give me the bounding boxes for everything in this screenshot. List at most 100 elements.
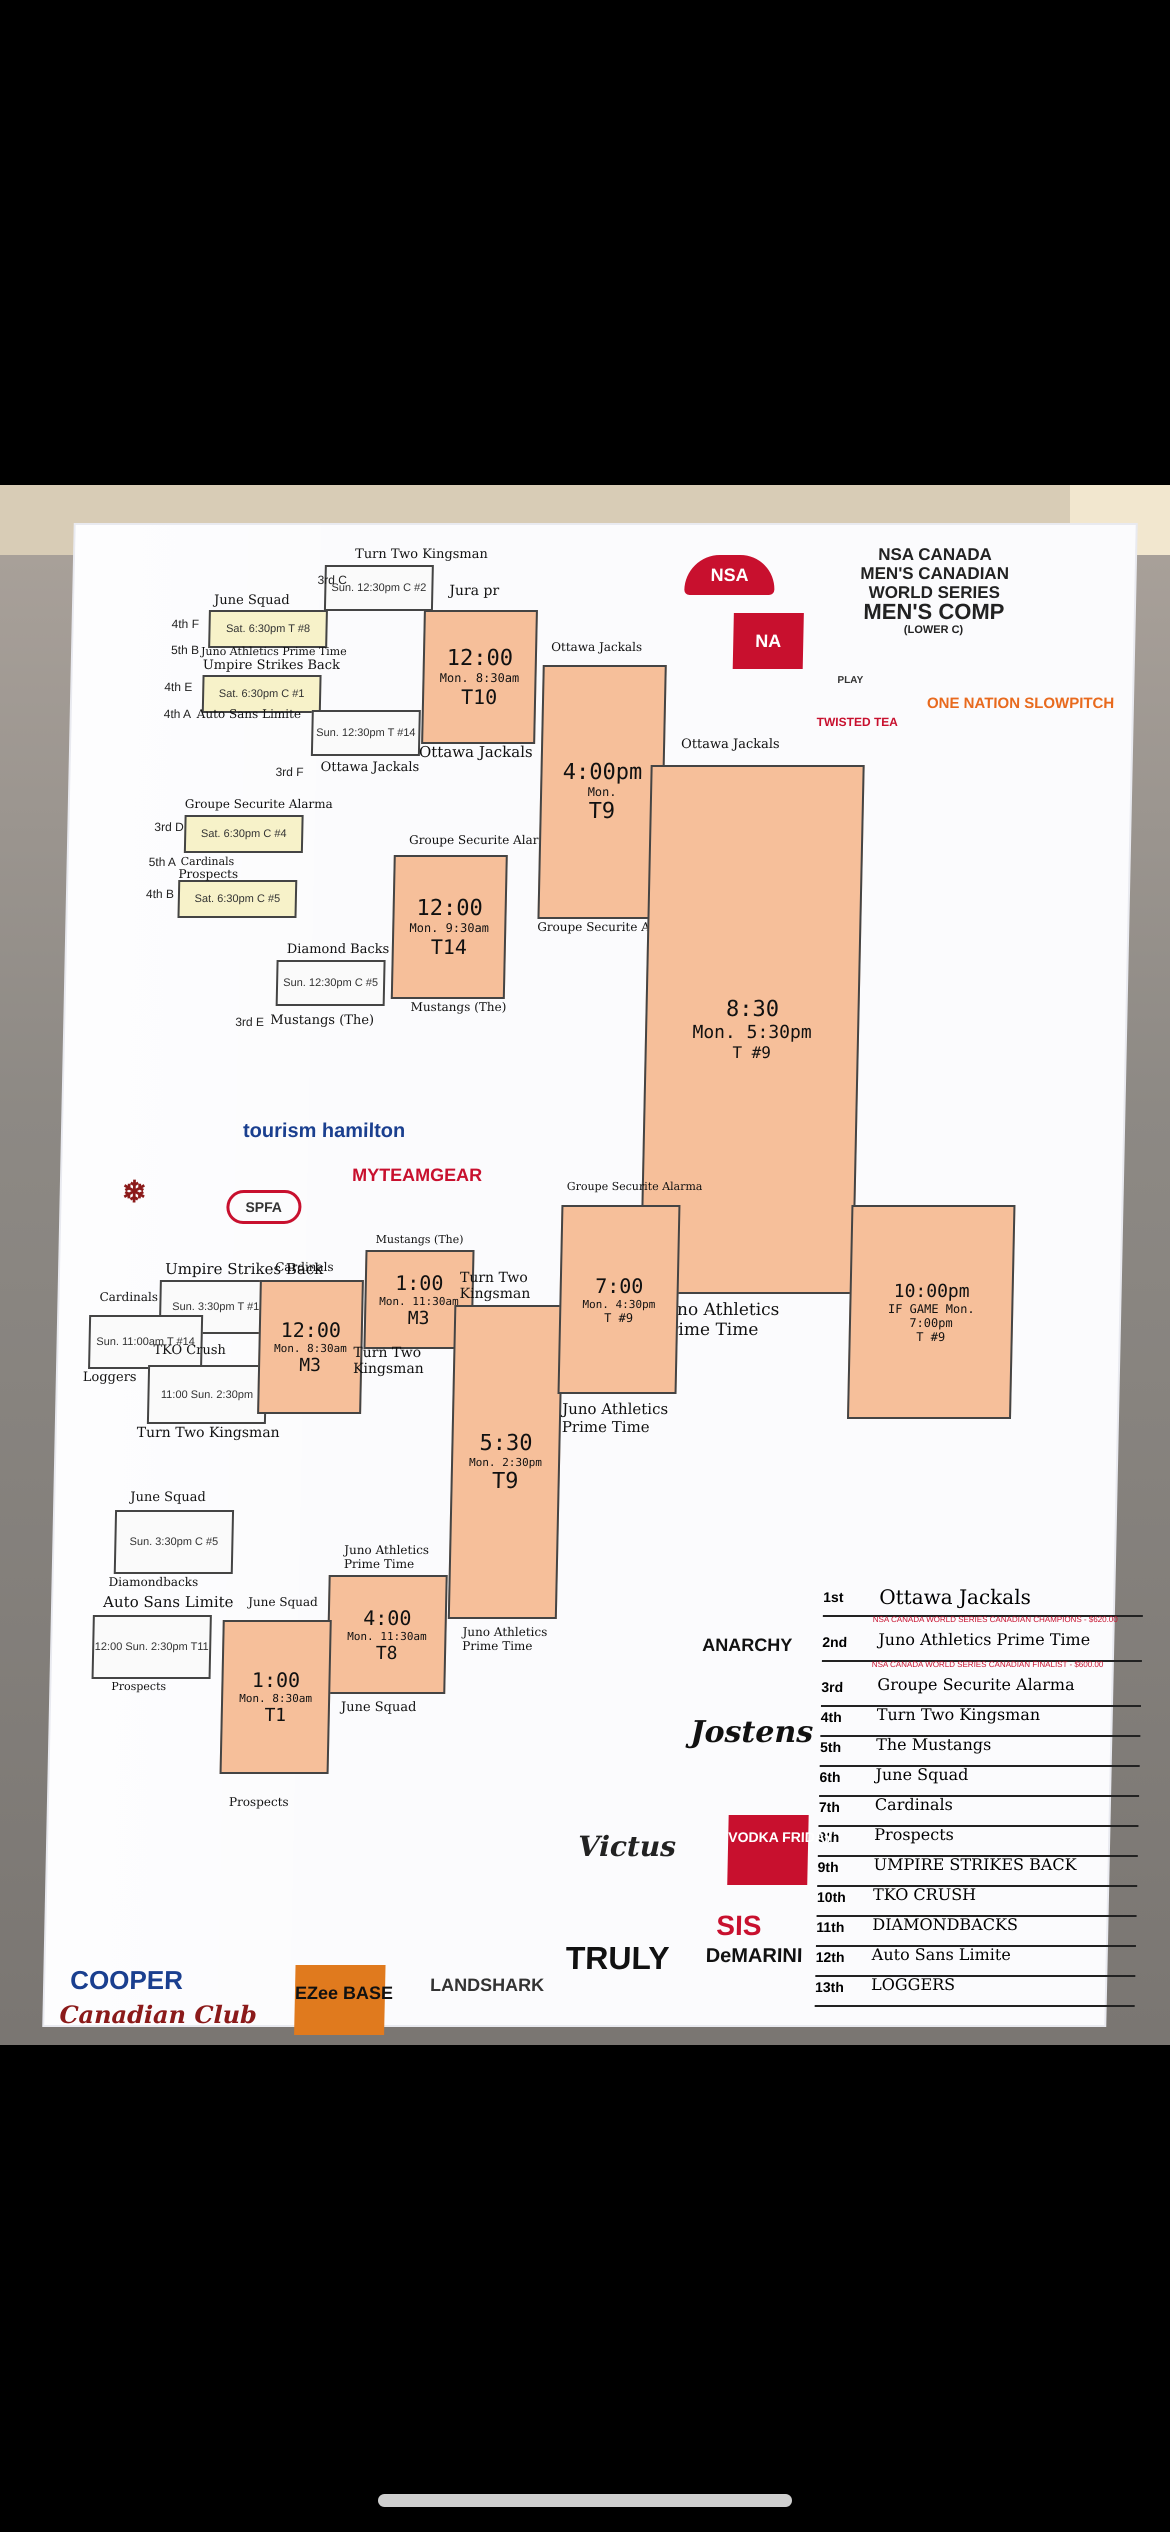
standing-place: 9th: [817, 1859, 839, 1875]
game-box-lg20: 7:00 Mon. 4:30pm T #9: [557, 1205, 681, 1394]
standing-place: 2nd: [822, 1634, 848, 1650]
game-time: 12:00: [446, 645, 514, 671]
standing-place: 5th: [819, 1739, 842, 1755]
slot-lg10: Sun. 11:00am T #14: [88, 1315, 204, 1369]
ezee-base-logo: EZee BASE: [294, 1965, 393, 2035]
seed-label: 5th A: [148, 855, 177, 869]
standing-team: The Mustangs: [875, 1735, 992, 1754]
standing-place: 13th: [814, 1979, 845, 1995]
tourism-hamilton-logo: tourism hamilton: [242, 1120, 406, 1142]
title-line-4: MEN'S COMP: [863, 599, 1005, 624]
standing-row: 5th The Mustangs: [819, 1735, 1141, 1767]
team-name: Prospects: [111, 1680, 167, 1693]
standing-row: 6th June Squad: [819, 1765, 1140, 1797]
team-name: Diamond Backs: [286, 942, 390, 957]
standing-team: Ottawa Jackals: [879, 1585, 1032, 1609]
victus-logo: Victus: [577, 1830, 677, 1863]
team-name: Auto Sans Limite: [102, 1593, 234, 1611]
game-time: 1:00: [251, 1668, 301, 1692]
slot-g3: Sat. 6:30pm C #4: [183, 815, 304, 853]
game-field: T10: [460, 684, 498, 709]
slot-lg12: Sun. 3:30pm C #5: [113, 1510, 235, 1574]
standing-row: 13th LOGGERS: [814, 1975, 1136, 2007]
game-field: T1: [264, 1705, 287, 1726]
game-time: 12:00: [280, 1318, 342, 1342]
standing-row: 3rd Groupe Securite Alarma: [820, 1675, 1142, 1707]
standing-team: UMPIRE STRIKES BACK: [873, 1855, 1077, 1874]
slot-lg11: 11:00 Sun. 2:30pm: [146, 1365, 268, 1424]
game-time: 12:00: [416, 895, 484, 921]
game-field: T #9: [916, 1329, 946, 1344]
team-name: Juno Athletics Prime Time: [658, 1300, 780, 1340]
canadian-club-logo: Canadian Club: [59, 2000, 258, 2029]
team-name: Mustangs (The): [375, 1233, 464, 1246]
team-name: June Squad: [130, 1490, 206, 1505]
game-detail: Mon. 8:30am: [239, 1692, 313, 1705]
final-standings: 1st Ottawa Jackals NSA CANADA WORLD SERI…: [814, 1585, 1144, 2007]
slot-g1: Sat. 6:30pm T #8: [208, 610, 328, 648]
seed-label: 3rd F: [275, 765, 304, 779]
twisted-tea-logo: TWISTED TEA: [816, 715, 899, 729]
team-name: June Squad: [340, 1700, 417, 1715]
standing-team: LOGGERS: [870, 1975, 956, 1994]
team-name: Groupe Securite Alarma: [408, 833, 558, 847]
anarchy-logo: ANARCHY: [702, 1635, 793, 1655]
standing-place: 7th: [818, 1799, 841, 1815]
slot-g8: Sun. 12:30pm C #5: [275, 960, 386, 1006]
standing-place: 6th: [819, 1769, 841, 1785]
standing-row: 4th Turn Two Kingsman: [820, 1705, 1141, 1737]
slot-g4: Sat. 6:30pm C #5: [177, 880, 298, 918]
seed-label: 4th A: [163, 707, 192, 721]
truly-logo: TRULY: [565, 1940, 670, 1976]
game-field: T #9: [732, 1043, 772, 1062]
team-name: Groupe Securite Alarma: [184, 797, 333, 811]
standing-row: 7th Cardinals: [818, 1795, 1140, 1827]
title-line-1: NSA CANADA: [878, 545, 993, 564]
game-field: M3: [407, 1307, 430, 1329]
standing-row: 2nd Juno Athletics Prime Time: [821, 1630, 1143, 1662]
team-name: Cardinals: [275, 1260, 334, 1274]
standing-note: NSA CANADA WORLD SERIES CANADIAN FINALIS…: [871, 1660, 1104, 1669]
game-detail: Mon. 11:30am: [347, 1629, 427, 1643]
title-sub: (LOWER C): [903, 624, 964, 636]
standing-team: Turn Two Kingsman: [876, 1705, 1041, 1724]
game-time: 5:30: [479, 1430, 533, 1456]
team-name: Turn Two Kingsman: [354, 547, 488, 562]
team-name: June Squad: [213, 593, 290, 608]
game-box-lg14: 1:00 Mon. 8:30am T1: [219, 1620, 332, 1774]
game-detail: Mon. 9:30am: [409, 920, 490, 935]
game-detail: Mon. 8:30am: [273, 1342, 348, 1355]
game-detail: IF GAME Mon. 7:00pm: [887, 1301, 975, 1330]
team-name: Prospects: [228, 1795, 289, 1809]
standing-team: Cardinals: [874, 1795, 954, 1814]
standing-team: Prospects: [874, 1825, 955, 1844]
team-name: Ottawa Jackals: [418, 743, 533, 761]
nsa-logo: NSA: [684, 555, 776, 595]
vodka-friday-logo: VODKA FRIDAY: [727, 1815, 833, 1885]
standing-place: 4th: [820, 1709, 842, 1725]
game-time: 7:00: [594, 1274, 644, 1298]
seed-label: 3rd D: [154, 820, 184, 834]
team-name: TKO Crush: [153, 1343, 226, 1358]
team-name: Ottawa Jackals: [680, 737, 780, 752]
game-box-lg17: 12:00 Mon. 8:30am M3: [257, 1280, 364, 1414]
game-detail: Mon. 2:30pm: [469, 1455, 543, 1469]
team-name: Juno Athletics Prime Time: [462, 1625, 548, 1653]
slot-g7: Sun. 12:30pm T #14: [310, 710, 421, 756]
seed-label: 4th F: [171, 617, 200, 631]
standing-team: Juno Athletics Prime Time: [878, 1630, 1091, 1649]
game-box-g15: 12:00 Mon. 8:30am T10: [421, 610, 538, 744]
standing-place: 3rd: [821, 1679, 844, 1695]
one-nation-logo: ONE NATION SLOWPITCH: [926, 695, 1115, 712]
bracket-poster: NSA CANADA MEN'S CANADIAN WORLD SERIES M…: [44, 525, 1144, 2035]
team-name: Ottawa Jackals: [551, 640, 643, 654]
standing-place: 11th: [816, 1919, 845, 1935]
home-indicator[interactable]: [378, 2494, 792, 2507]
standing-place: 1st: [823, 1589, 844, 1605]
game-box-g16: 12:00 Mon. 9:30am T14: [390, 855, 508, 999]
game-box-if: 10:00pm IF GAME Mon. 7:00pm T #9: [846, 1205, 1016, 1419]
game-detail: Mon.: [587, 785, 617, 799]
slot-g6: Sun. 12:30pm C #2: [323, 565, 434, 611]
game-detail: Mon. 11:30am: [379, 1294, 459, 1308]
team-name: Auto Sans Limite: [196, 707, 302, 721]
